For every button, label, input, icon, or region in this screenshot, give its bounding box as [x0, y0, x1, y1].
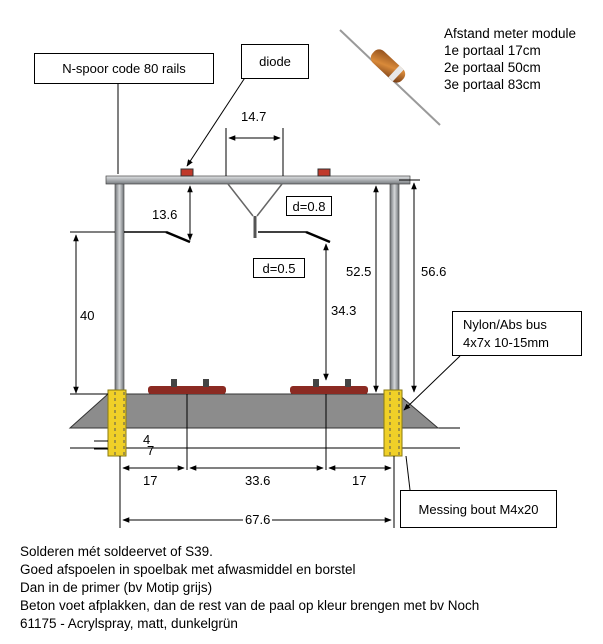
bus-callout-line-1: Nylon/Abs bus: [463, 316, 547, 332]
diode-callout-text: diode: [259, 54, 291, 69]
module-info-title: Afstand meter module: [444, 26, 577, 41]
dim-total-width: 67.6: [243, 512, 273, 527]
dim-hanger: 13.6: [152, 207, 178, 222]
cross-beam: [105, 175, 411, 185]
module-info-line-3: 3e portaal 83cm: [444, 77, 541, 92]
dim-base-a: 4: [143, 432, 151, 447]
beam-diode-right: [317, 168, 331, 177]
rails-callout: N-spoor code 80 rails: [34, 53, 214, 84]
instruction-notes: Solderen mét soldeervet of S39. Goed afs…: [20, 543, 600, 633]
pole-left: [114, 177, 125, 394]
diode-photo: [339, 29, 441, 126]
track-right: [290, 379, 368, 394]
leader-lines: [117, 69, 461, 491]
catenary-right: [227, 183, 331, 244]
bus-callout-line-2: 4x7x 10-15mm: [463, 334, 549, 350]
note-line-1: Solderen mét soldeervet of S39.: [20, 544, 213, 559]
track-left: [148, 379, 226, 394]
rails-callout-text: N-spoor code 80 rails: [62, 61, 186, 76]
dim-span-left: 17: [143, 473, 158, 488]
dim-pole-height: 40: [80, 308, 95, 323]
dim-span-right: 17: [352, 473, 367, 488]
beam-diode-left: [180, 168, 194, 177]
note-line-2: Goed afspoelen in spoelbak met afwasmidd…: [20, 562, 356, 577]
note-line-3: Dan in de primer (bv Motip grijs): [20, 580, 213, 595]
note-line-4: Beton voet afplakken, dan de rest van de…: [20, 598, 480, 613]
base-right: [383, 389, 403, 457]
dim-wire-to-rail: 34.3: [331, 303, 357, 318]
bolt-callout: Messing bout M4x20: [400, 490, 557, 528]
dim-top-gap: 14.7: [241, 109, 267, 124]
bolt-callout-text: Messing bout M4x20: [418, 501, 539, 517]
module-info-line-1: 1e portaal 17cm: [444, 43, 541, 58]
dim-base-b: 7: [147, 443, 155, 458]
module-info: Afstand meter module 1e portaal 17cm 2e …: [444, 25, 576, 93]
pole-right: [389, 177, 400, 394]
dim-d2-text: d=0.5: [262, 260, 296, 276]
diode-callout: diode: [241, 44, 309, 79]
dim-portal-height: 56.6: [421, 264, 447, 279]
note-line-5: 61175 - Acrylspray, matt, dunkelgrün: [20, 616, 238, 631]
dim-d1: d=0.8: [286, 196, 332, 216]
dim-span-mid: 33.6: [245, 473, 271, 488]
dim-wire-height: 52.5: [346, 264, 372, 279]
module-info-line-2: 2e portaal 50cm: [444, 60, 541, 75]
dim-d1-text: d=0.8: [292, 198, 326, 214]
catenary-left: [124, 230, 191, 244]
base-left: [107, 389, 127, 457]
dim-d2: d=0.5: [253, 258, 305, 278]
bus-callout: Nylon/Abs bus 4x7x 10-15mm: [452, 311, 582, 356]
